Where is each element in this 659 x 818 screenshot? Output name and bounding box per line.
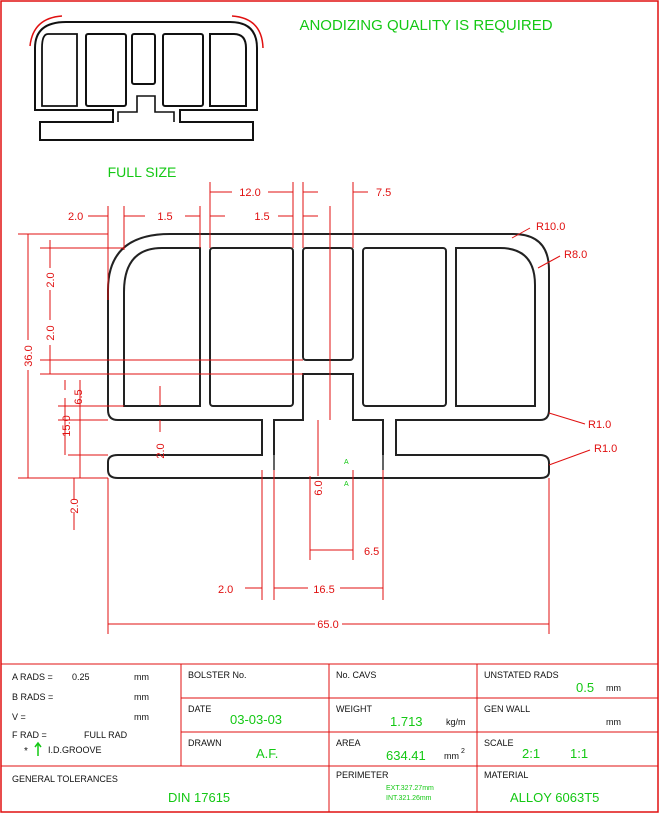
dim-6-5-v: 6.5 xyxy=(73,389,85,404)
full-size-profile xyxy=(34,21,258,141)
perimeter-ext: EXT.327.27mm xyxy=(386,785,434,792)
material-value: ALLOY 6063T5 xyxy=(510,790,599,805)
b-rads-label: B RADS = xyxy=(12,692,53,702)
dim-2-0-v3: 2.0 xyxy=(155,443,167,458)
section-mark-a2: A xyxy=(344,481,349,488)
dim-2-0-bottom: 2.0 xyxy=(218,584,233,596)
scale-value-1: 2:1 xyxy=(522,746,540,761)
dim-2-0-top: 2.0 xyxy=(68,211,83,223)
dim-6-5-h: 6.5 xyxy=(364,546,379,558)
a-rads-value: 0.25 xyxy=(72,672,90,682)
weight-value: 1.713 xyxy=(390,714,423,729)
general-tolerances-label: GENERAL TOLERANCES xyxy=(12,774,118,784)
main-profile xyxy=(107,233,550,479)
cavs-label: No. CAVS xyxy=(336,670,376,680)
dim-r10: R10.0 xyxy=(536,221,565,233)
title-block-text: A RADS = 0.25 mm B RADS = mm V = mm F RA… xyxy=(12,670,621,805)
dimension-lines xyxy=(18,182,591,634)
dim-r8: R8.0 xyxy=(564,249,587,261)
dim-r1-b: R1.0 xyxy=(594,443,617,455)
a-rads-label: A RADS = xyxy=(12,672,53,682)
section-mark-a1: A xyxy=(344,459,349,466)
f-rad-value: FULL RAD xyxy=(84,730,128,740)
dim-r1-a: R1.0 xyxy=(588,419,611,431)
dim-2-0-v1: 2.0 xyxy=(45,272,57,287)
dim-15-0: 15.0 xyxy=(61,415,73,436)
dim-6-0: 6.0 xyxy=(313,480,325,495)
dim-1-5-left: 1.5 xyxy=(157,211,172,223)
general-tolerances-value: DIN 17615 xyxy=(168,790,230,805)
weight-label: WEIGHT xyxy=(336,704,372,714)
drawn-value: A.F. xyxy=(256,746,278,761)
full-size-radius-mark-left xyxy=(29,15,63,47)
groove-asterisk: * xyxy=(24,746,28,757)
weight-unit: kg/m xyxy=(446,717,466,727)
area-value: 634.41 xyxy=(386,748,426,763)
dim-2-0-v4: 2.0 xyxy=(69,498,81,513)
scale-label: SCALE xyxy=(484,738,514,748)
full-size-label: FULL SIZE xyxy=(108,164,177,180)
dim-2-0-v2: 2.0 xyxy=(45,325,57,340)
anodizing-note: ANODIZING QUALITY IS REQUIRED xyxy=(299,17,552,34)
perimeter-int: INT.321.26mm xyxy=(386,795,432,802)
dim-36-0: 36.0 xyxy=(23,345,35,366)
full-size-radius-mark-right xyxy=(231,15,264,49)
area-label: AREA xyxy=(336,738,361,748)
unstated-rads-label: UNSTATED RADS xyxy=(484,670,559,680)
gen-wall-unit: mm xyxy=(606,717,621,727)
gen-wall-label: GEN WALL xyxy=(484,704,530,714)
a-rads-unit: mm xyxy=(134,672,149,682)
scale-value-2: 1:1 xyxy=(570,746,588,761)
title-block xyxy=(1,663,658,812)
unstated-rads-value: 0.5 xyxy=(576,680,594,695)
drawn-label: DRAWN xyxy=(188,738,222,748)
dim-16-5: 16.5 xyxy=(313,584,334,596)
groove-arrow-icon xyxy=(34,741,42,756)
perimeter-label: PERIMETER xyxy=(336,770,389,780)
date-value: 03-03-03 xyxy=(230,712,282,727)
dim-7-5: 7.5 xyxy=(376,187,391,199)
date-label: DATE xyxy=(188,704,211,714)
groove-label: I.D.GROOVE xyxy=(48,745,102,755)
dimension-labels: 12.0 7.5 2.0 1.5 1.5 R10.0 R8.0 R1.0 R1.… xyxy=(23,187,617,631)
area-unit-superscript: 2 xyxy=(461,748,465,755)
f-rad-label: F RAD = xyxy=(12,730,47,740)
dim-12-0: 12.0 xyxy=(239,187,260,199)
material-label: MATERIAL xyxy=(484,770,528,780)
b-rads-unit: mm xyxy=(134,692,149,702)
area-unit: mm xyxy=(444,751,459,761)
v-unit: mm xyxy=(134,712,149,722)
bolster-label: BOLSTER No. xyxy=(188,670,247,680)
dim-1-5-mid: 1.5 xyxy=(254,211,269,223)
unstated-rads-unit: mm xyxy=(606,683,621,693)
v-label: V = xyxy=(12,712,26,722)
dim-65-0: 65.0 xyxy=(317,619,338,631)
